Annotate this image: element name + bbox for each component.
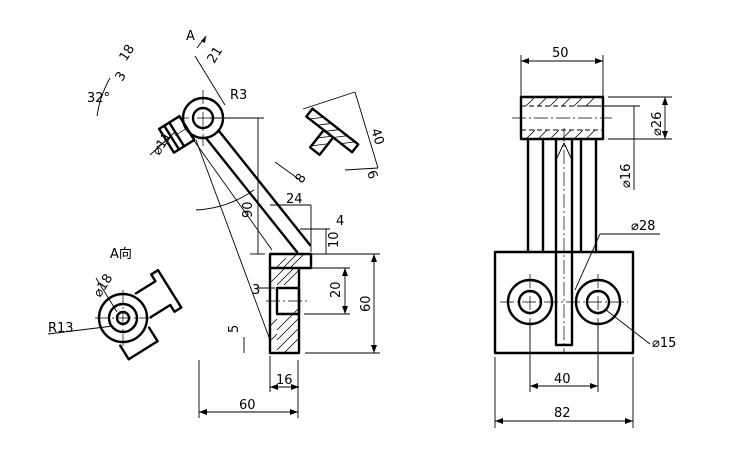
- dim-text-40a: 40: [367, 127, 386, 147]
- dim-text-18: 18: [117, 42, 138, 64]
- dim-21-line: [194, 55, 226, 106]
- side-view: 50 ⌀26 ⌀16 ⌀28 ⌀15 40 82: [493, 46, 676, 428]
- dim-text-phi28: ⌀28: [631, 219, 655, 234]
- angle-arc: [96, 77, 111, 117]
- dim-text-8: 8: [293, 171, 310, 186]
- dim-40-ext: [302, 91, 356, 110]
- section-hatching: [270, 253, 305, 354]
- dim-text-24: 24: [286, 192, 303, 207]
- rib-slope: [195, 139, 271, 341]
- view-a: A向 ⌀18 R13: [47, 246, 183, 361]
- dim-text-82: 82: [554, 406, 571, 421]
- section-label-a: A: [186, 29, 195, 44]
- angle-arc-2: [195, 189, 255, 211]
- dim-text-r13: R13: [48, 321, 74, 336]
- leader-r13: [47, 325, 114, 335]
- section-arrowhead: [201, 36, 206, 43]
- dim-text-10: 10: [327, 231, 342, 248]
- arm-edge-upper: [217, 129, 312, 247]
- dim-40: [354, 91, 379, 169]
- front-view: A: [87, 29, 387, 418]
- dim-text-16: 16: [276, 373, 293, 388]
- dim-phi11: [149, 131, 176, 156]
- dim-text-5: 5: [227, 325, 242, 333]
- dim-text-90: 90: [241, 201, 256, 218]
- dim-text-phi15: ⌀15: [652, 336, 676, 351]
- leader-phi18: [95, 277, 118, 313]
- view-a-label: A向: [110, 246, 132, 262]
- dim-text-21: 21: [205, 44, 226, 66]
- dim-text-4: 4: [336, 214, 344, 229]
- dim-text-r3: R3: [230, 88, 247, 103]
- dim-text-60-horizontal: 60: [239, 398, 256, 413]
- dim-8: [274, 161, 301, 181]
- dim-text-3a: 3: [113, 69, 130, 84]
- removed-section: [305, 107, 360, 156]
- side-base: [493, 250, 635, 355]
- arrowheads: [199, 58, 668, 424]
- rib-line: [189, 134, 273, 251]
- dim-text-phi11: ⌀11: [150, 129, 176, 158]
- dim-text-40b: 40: [554, 372, 571, 387]
- leader-phi15: [605, 309, 651, 345]
- dim-text-phi16: ⌀16: [619, 164, 634, 188]
- dim-text-3b: 3: [252, 283, 260, 298]
- dim-text-20: 20: [329, 281, 344, 298]
- dim-text-6: 6: [363, 169, 380, 182]
- dim-text-60-vertical: 60: [359, 295, 374, 312]
- dim-text-phi26: ⌀26: [650, 112, 665, 136]
- view-a-lug: [119, 268, 183, 361]
- inclined-lug: [156, 114, 196, 154]
- dim-text-32deg: 32°: [87, 91, 110, 106]
- arm-edge-lower: [204, 136, 299, 254]
- dim-text-50: 50: [552, 46, 569, 61]
- top-boss-hatch: [525, 96, 596, 140]
